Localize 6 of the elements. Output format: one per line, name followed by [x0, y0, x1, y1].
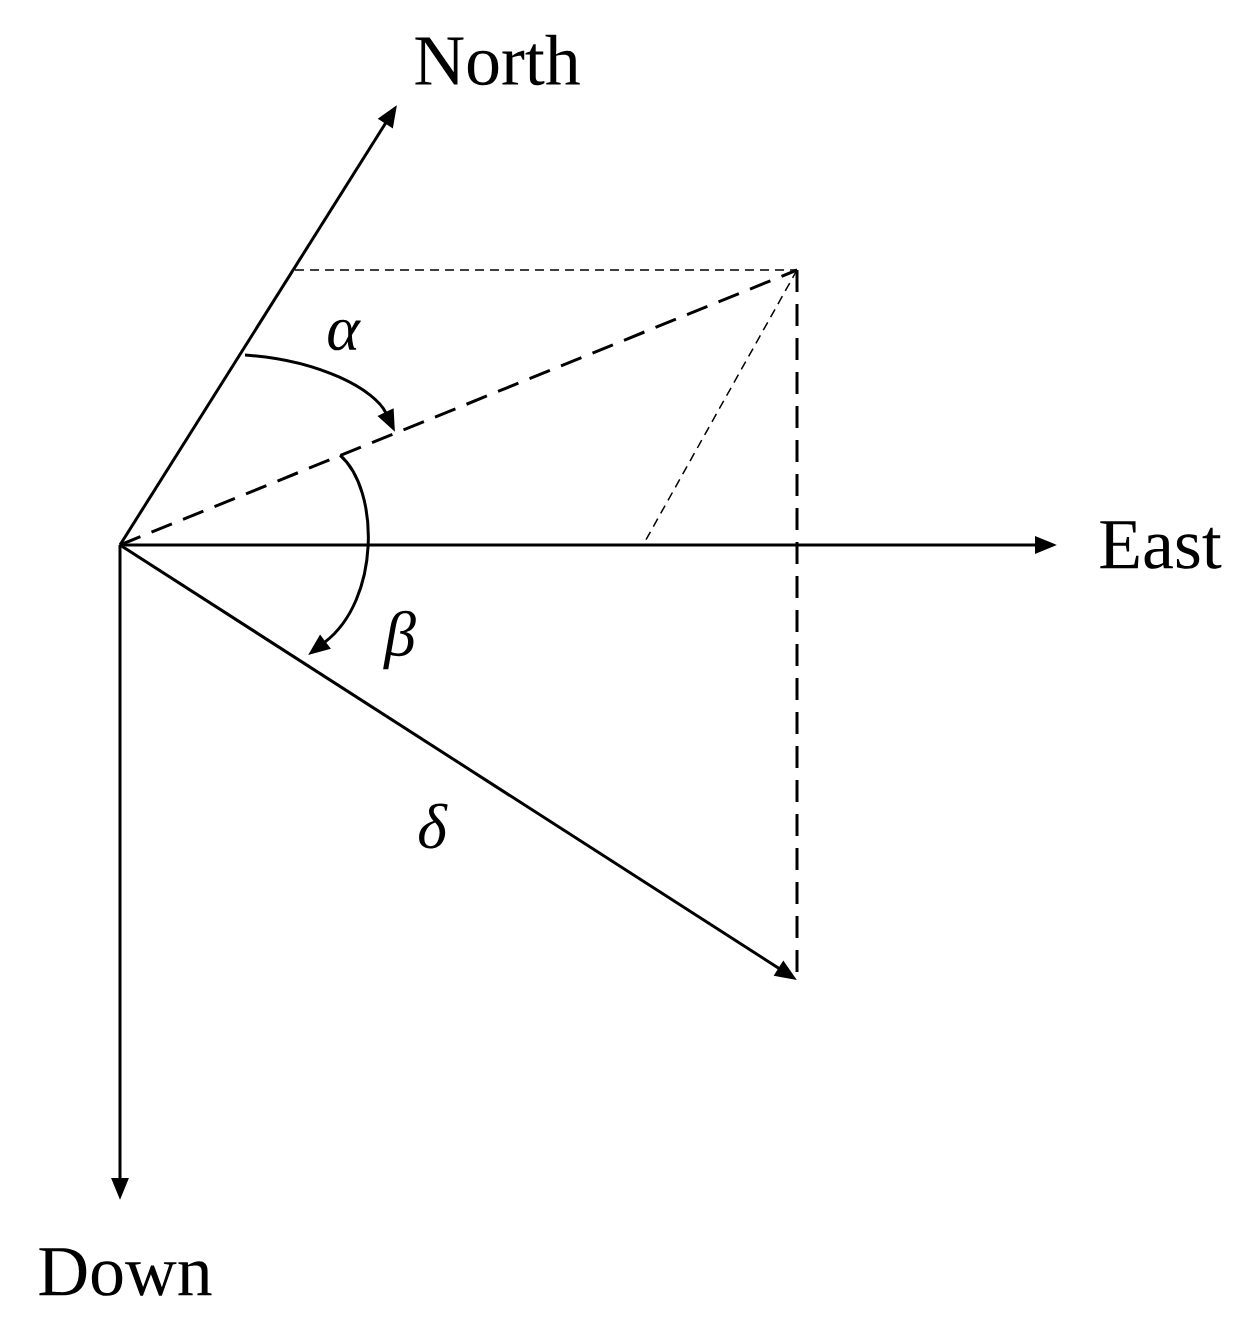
- axis-label: East: [1100, 521, 1222, 569]
- angle-label: δ: [419, 803, 448, 849]
- angle-label: β: [383, 610, 416, 670]
- axis-label: Down: [39, 1248, 212, 1296]
- angle-label: α: [328, 319, 361, 351]
- axis-label: North: [415, 34, 580, 86]
